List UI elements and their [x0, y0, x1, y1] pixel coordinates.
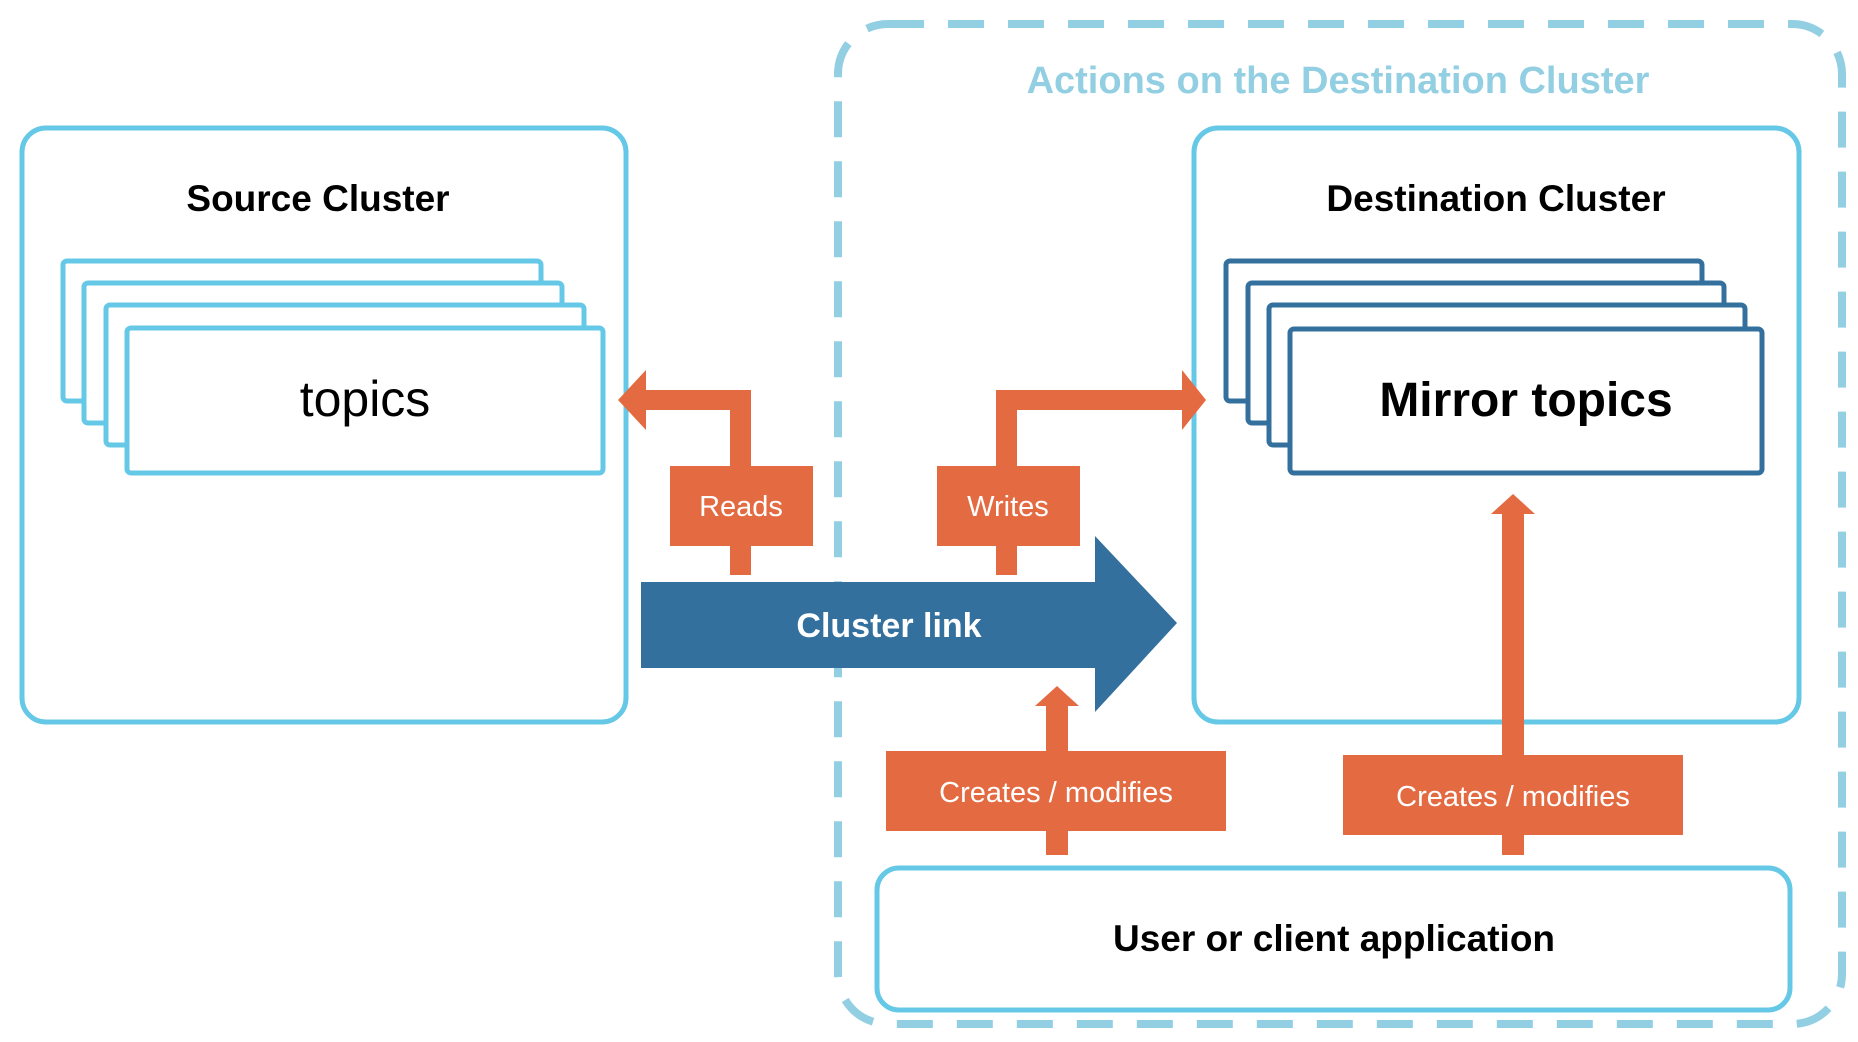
cluster-link-arrow — [641, 536, 1177, 712]
mirror-topics-label: Mirror topics — [1379, 374, 1672, 427]
client-application-label: User or client application — [1113, 918, 1555, 959]
creates-link-label: Creates / modifies — [939, 777, 1173, 809]
mirror-topics-stack — [1223, 258, 1765, 476]
region-title: Actions on the Destination Cluster — [1027, 60, 1650, 102]
writes-label: Writes — [967, 491, 1049, 523]
creates-mirror-label: Creates / modifies — [1396, 781, 1630, 813]
reads-label: Reads — [699, 491, 783, 523]
destination-cluster-title: Destination Cluster — [1326, 178, 1665, 219]
source-cluster-title: Source Cluster — [186, 178, 449, 219]
client-application-box — [874, 865, 1793, 1013]
creates-mirror-arrow — [1343, 494, 1683, 855]
cluster-link-label: Cluster link — [796, 607, 981, 645]
topics-label: topics — [300, 371, 431, 427]
writes-arrow — [937, 370, 1206, 575]
creates-link-arrow — [886, 686, 1226, 855]
reads-arrow — [618, 370, 813, 575]
destination-actions-region — [834, 20, 1846, 1028]
topics-stack — [60, 258, 606, 476]
